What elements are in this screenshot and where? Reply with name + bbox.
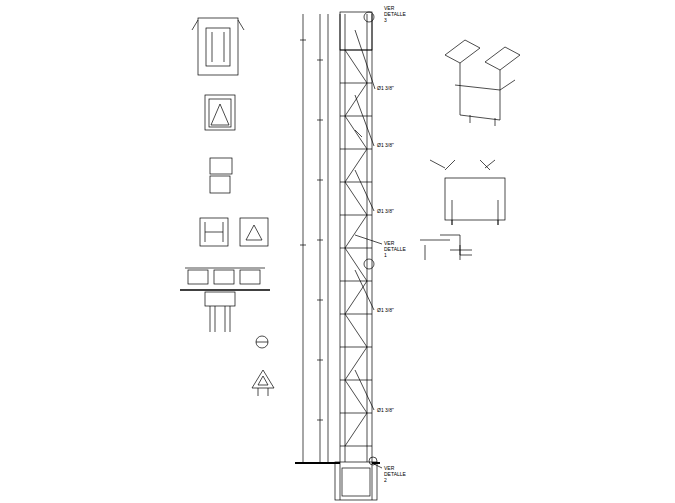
callout-label: Ø1 3/8": [376, 407, 418, 413]
callout-label: Ø1 3/8": [376, 208, 418, 214]
callout-label: VER DETALLE 2: [383, 465, 411, 483]
tower-elevation: [295, 12, 380, 500]
callout-label: Ø1 3/8": [376, 307, 418, 313]
callout-label: Ø1 3/8": [376, 85, 418, 91]
right-details: [420, 40, 520, 260]
leader-lines: [355, 30, 382, 468]
callout-label: VER DETALLE 1: [383, 240, 411, 258]
callout-label: VER DETALLE 3: [383, 5, 411, 23]
left-details: [180, 18, 274, 396]
callout-label: Ø1 3/8": [376, 142, 418, 148]
